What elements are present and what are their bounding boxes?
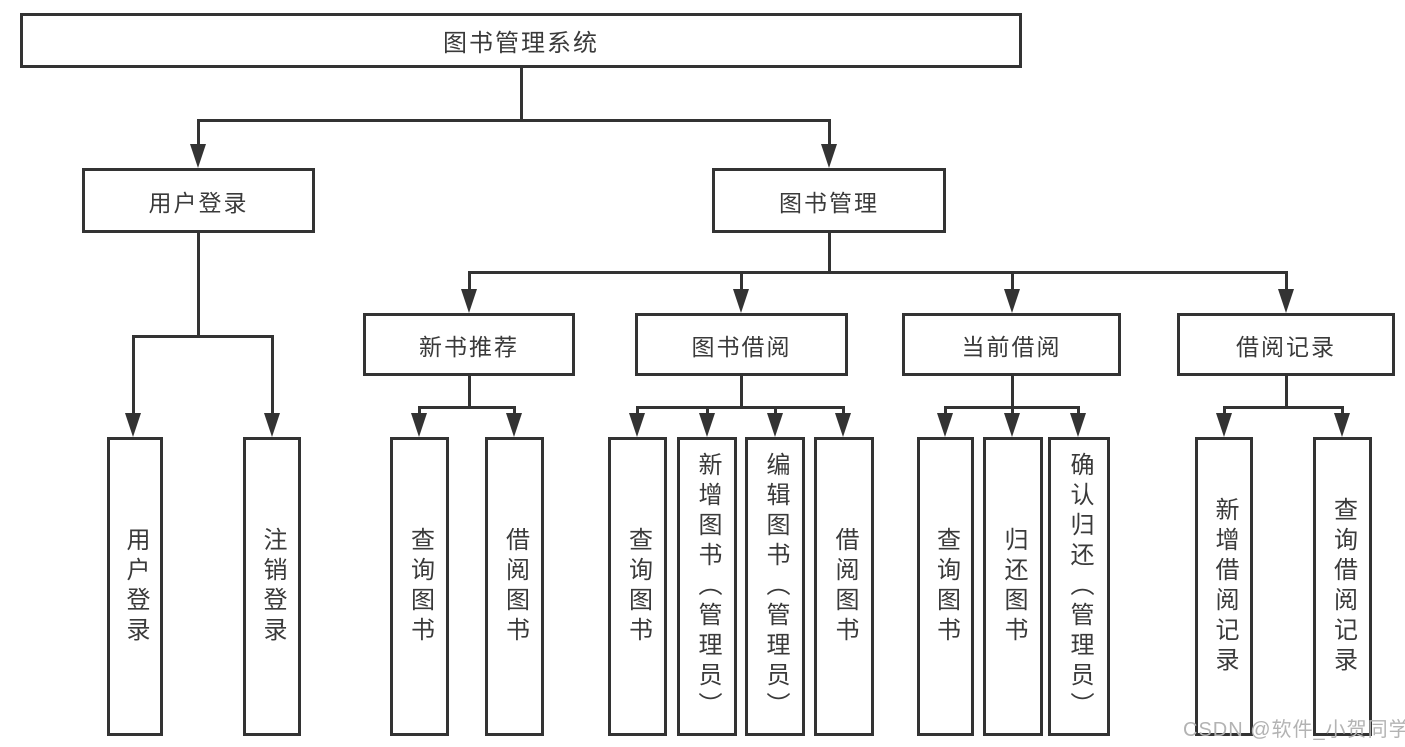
arrow-down-icon <box>411 413 427 437</box>
node-new-books: 新书推荐 <box>363 313 575 376</box>
arrow-down-icon <box>190 144 206 168</box>
connector-line <box>943 407 947 416</box>
node-user-login: 用户登录 <box>107 437 163 736</box>
node-logout: 注销登录 <box>243 437 301 736</box>
arrow-down-icon <box>767 413 783 437</box>
connector-line <box>196 120 200 146</box>
connector-line <box>270 336 274 416</box>
arrow-down-icon <box>821 144 837 168</box>
arrow-down-icon <box>835 413 851 437</box>
connector-line <box>1010 376 1014 408</box>
node-login: 用户登录 <box>82 168 315 233</box>
arrow-down-icon <box>733 289 749 313</box>
arrow-down-icon <box>506 413 522 437</box>
connector-line <box>827 120 831 146</box>
connector-line <box>739 376 743 408</box>
connector-line <box>705 407 709 416</box>
node-nb-query: 查询图书 <box>390 437 449 736</box>
connector-line <box>773 407 777 416</box>
connector-line <box>196 118 831 122</box>
node-borrow-records: 借阅记录 <box>1177 313 1395 376</box>
connector-line <box>1222 405 1344 409</box>
node-nb-borrow: 借阅图书 <box>485 437 544 736</box>
connector-line <box>1010 272 1014 292</box>
node-book-borrow: 图书借阅 <box>635 313 848 376</box>
connector-line <box>417 405 516 409</box>
connector-line <box>827 233 831 274</box>
node-current-borrow: 当前借阅 <box>902 313 1121 376</box>
arrow-down-icon <box>1004 289 1020 313</box>
arrow-down-icon <box>264 413 280 437</box>
node-mgmt: 图书管理 <box>712 168 946 233</box>
arrow-down-icon <box>1070 413 1086 437</box>
arrow-down-icon <box>699 413 715 437</box>
node-br-add: 新增借阅记录 <box>1195 437 1253 736</box>
connector-line <box>943 405 1080 409</box>
node-bb-borrow: 借阅图书 <box>814 437 874 736</box>
arrow-down-icon <box>1004 413 1020 437</box>
connector-line <box>196 233 200 337</box>
arrow-down-icon <box>629 413 645 437</box>
connector-line <box>1010 407 1014 416</box>
connector-line <box>131 334 274 338</box>
connector-line <box>467 272 471 292</box>
node-cb-return: 归还图书 <box>983 437 1043 736</box>
connector-line <box>739 272 743 292</box>
arrow-down-icon <box>1216 413 1232 437</box>
connector-line <box>519 68 523 121</box>
connector-line <box>1076 407 1080 416</box>
node-bb-edit: 编辑图书（管理员） <box>745 437 805 736</box>
connector-line <box>635 405 845 409</box>
node-bb-add: 新增图书（管理员） <box>677 437 737 736</box>
connector-line <box>1284 272 1288 292</box>
connector-line <box>417 407 421 416</box>
node-root: 图书管理系统 <box>20 13 1022 68</box>
connector-line <box>131 336 135 416</box>
node-cb-query: 查询图书 <box>917 437 974 736</box>
csdn-watermark: CSDN @软件_小贺同学 <box>1183 719 1405 741</box>
connector-line <box>1284 376 1288 408</box>
node-bb-query: 查询图书 <box>608 437 667 736</box>
arrow-down-icon <box>937 413 953 437</box>
connector-line <box>467 376 471 408</box>
connector-line <box>1222 407 1226 416</box>
node-cb-confirm: 确认归还（管理员） <box>1048 437 1110 736</box>
arrow-down-icon <box>125 413 141 437</box>
connector-line <box>635 407 639 416</box>
arrow-down-icon <box>461 289 477 313</box>
arrow-down-icon <box>1278 289 1294 313</box>
arrow-down-icon <box>1334 413 1350 437</box>
node-br-query: 查询借阅记录 <box>1313 437 1372 736</box>
connector-line <box>512 407 516 416</box>
connector-line <box>841 407 845 416</box>
connector-line <box>467 270 1288 274</box>
connector-line <box>1340 407 1344 416</box>
